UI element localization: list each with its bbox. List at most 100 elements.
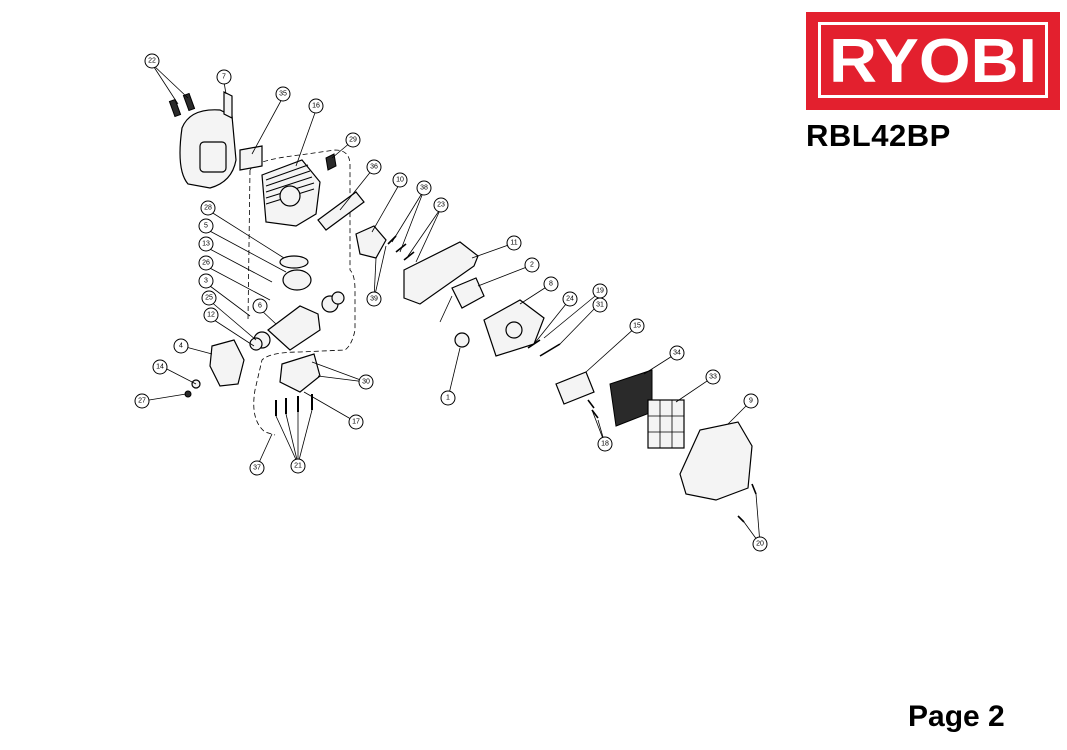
callout-28: 28: [200, 200, 216, 216]
exploded-parts-diagram: 22 7 35 16 29 36 10 38 23 28 5 13 26 3 2…: [134, 53, 768, 552]
ryobi-logo: RYOBI: [806, 12, 1060, 110]
callout-14: 14: [152, 359, 168, 375]
logo-lettering: RYOBI: [829, 27, 1037, 96]
svg-text:4: 4: [179, 343, 183, 350]
svg-text:33: 33: [709, 374, 717, 381]
callout-13: 13: [198, 236, 214, 252]
svg-text:22: 22: [148, 58, 156, 65]
leader-lines: [142, 63, 761, 545]
svg-text:39: 39: [370, 296, 378, 303]
svg-text:15: 15: [633, 323, 641, 330]
svg-text:27: 27: [138, 398, 146, 405]
svg-text:37: 37: [253, 465, 261, 472]
callout-29: 29: [345, 132, 361, 148]
plate-screws-part: [587, 399, 599, 419]
svg-text:3: 3: [204, 278, 208, 285]
air-filter-part: [647, 399, 685, 449]
crankshaft-part: [253, 295, 339, 351]
ignition-coil-part: [355, 225, 387, 259]
svg-text:16: 16: [312, 103, 320, 110]
callout-26: 26: [198, 255, 214, 271]
callout-17: 17: [348, 414, 364, 430]
svg-text:23: 23: [437, 202, 445, 209]
svg-text:36: 36: [370, 164, 378, 171]
callout-23: 23: [433, 197, 449, 213]
svg-text:29: 29: [349, 137, 357, 144]
svg-text:8: 8: [549, 281, 553, 288]
svg-text:12: 12: [207, 312, 215, 319]
callout-18: 18: [597, 436, 613, 452]
callout-27: 27: [134, 393, 150, 409]
svg-text:9: 9: [749, 398, 753, 405]
logo-border: RYOBI: [818, 22, 1048, 98]
svg-text:31: 31: [596, 302, 604, 309]
insulator-part: [317, 191, 365, 231]
svg-text:10: 10: [396, 177, 404, 184]
svg-text:19: 19: [596, 288, 604, 295]
svg-text:6: 6: [258, 303, 262, 310]
svg-text:14: 14: [156, 364, 164, 371]
callout-19: 19: [592, 283, 608, 299]
svg-text:38: 38: [420, 185, 428, 192]
svg-text:20: 20: [756, 541, 764, 548]
carburetor-insulator-part: [403, 241, 479, 305]
svg-text:35: 35: [279, 91, 287, 98]
svg-text:34: 34: [673, 350, 681, 357]
callout-15: 15: [629, 318, 645, 334]
svg-text:28: 28: [204, 205, 212, 212]
bearing-part-2: [331, 291, 345, 305]
carburetor-part: [439, 277, 485, 323]
svg-text:13: 13: [202, 241, 210, 248]
callout-38: 38: [416, 180, 432, 196]
svg-text:26: 26: [202, 260, 210, 267]
crankcase-part: [279, 353, 321, 393]
callout-37: 37: [249, 460, 265, 476]
svg-text:5: 5: [204, 223, 208, 230]
callout-25: 25: [201, 290, 217, 306]
callout-11: 11: [506, 235, 522, 251]
callout-24: 24: [562, 291, 578, 307]
muffler-gasket-part: [239, 145, 263, 171]
callout-33: 33: [705, 369, 721, 385]
svg-text:25: 25: [205, 295, 213, 302]
muffler-part: [179, 91, 237, 189]
assembly-boundary: [247, 149, 356, 436]
primer-bulb-part: [454, 332, 470, 348]
callout-10: 10: [392, 172, 408, 188]
callout-30: 30: [358, 374, 374, 390]
piston-part: [282, 269, 312, 291]
pre-filter-part: [609, 369, 653, 427]
callout-34: 34: [669, 345, 685, 361]
svg-text:11: 11: [510, 240, 517, 247]
callout-39: 39: [366, 291, 382, 307]
svg-text:7: 7: [222, 74, 226, 81]
flywheel-part: [209, 339, 245, 387]
callout-35: 35: [275, 86, 291, 102]
callout-4: 4: [173, 338, 189, 354]
bearing-part: [249, 337, 263, 351]
model-number: RBL42BP: [806, 118, 951, 153]
callout-8: 8: [543, 276, 559, 292]
svg-text:17: 17: [352, 419, 360, 426]
cover-screws-part: [737, 483, 757, 523]
callout-12: 12: [203, 307, 219, 323]
callout-3: 3: [198, 273, 214, 289]
callout-1: 1: [440, 390, 456, 406]
callout-16: 16: [308, 98, 324, 114]
callout-2: 2: [524, 257, 540, 273]
callout-6: 6: [252, 298, 268, 314]
svg-text:24: 24: [566, 296, 574, 303]
spark-plug-part: [325, 153, 337, 171]
callout-36: 36: [366, 159, 382, 175]
muffler-screws-part: [168, 92, 196, 118]
filter-plate-part: [555, 371, 595, 405]
air-filter-cover-part: [679, 421, 753, 501]
page-number: Page 2: [908, 700, 1005, 733]
crankcase-bolts-part: [275, 394, 313, 416]
svg-text:30: 30: [362, 379, 370, 386]
callout-9: 9: [743, 393, 759, 409]
callout-31: 31: [592, 297, 608, 313]
coil-screws-part: [387, 235, 415, 261]
svg-text:RYOBI: RYOBI: [829, 27, 1037, 95]
callout-5: 5: [198, 218, 214, 234]
